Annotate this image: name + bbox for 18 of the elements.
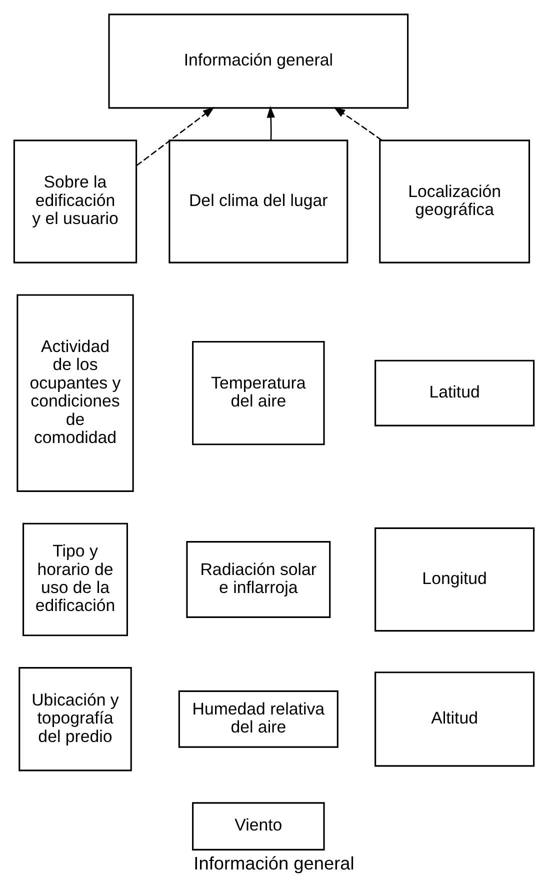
node-box: Del clima del lugar xyxy=(168,139,348,263)
node-box: Información general xyxy=(108,13,409,108)
arrow xyxy=(266,106,275,140)
node-box: Radiación solar e inflarroja xyxy=(186,540,331,618)
node-box: Ubicación y topografía del predio xyxy=(18,666,132,771)
node-box: Longitud xyxy=(374,526,535,632)
node-box: Temperatura del aire xyxy=(192,340,325,445)
node-box: Tipo y horario de uso de la edificación xyxy=(22,522,128,636)
node-box: Localización geográfica xyxy=(379,139,530,263)
caption: Información general xyxy=(194,852,354,873)
node-box: Altitud xyxy=(374,671,535,766)
node-box: Actividad de los ocupantes y condiciones de comodidad xyxy=(16,294,134,492)
node-box: Latitud xyxy=(374,359,535,426)
node-box: Humedad relativa del aire xyxy=(178,690,338,748)
arrow xyxy=(334,106,382,140)
arrow xyxy=(136,106,215,166)
node-box: Sobre la edificación y el usuario xyxy=(13,139,138,263)
node-box: Viento xyxy=(192,802,325,850)
